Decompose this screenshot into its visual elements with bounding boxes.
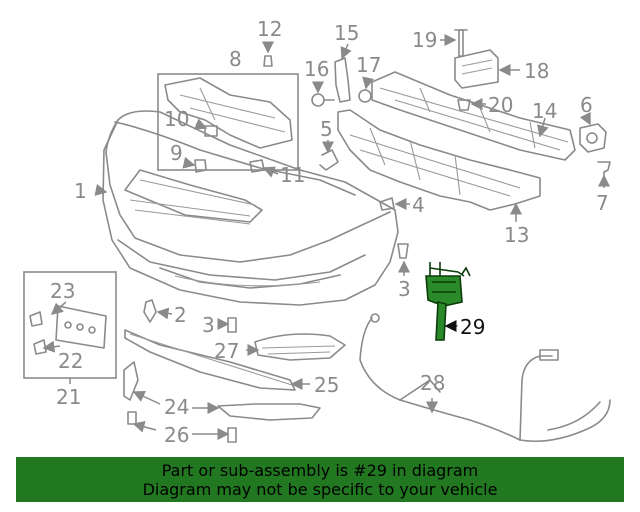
part-14-impact-bar: [371, 71, 576, 161]
callout-11: 11: [280, 163, 305, 187]
callout-4: 4: [412, 193, 425, 217]
callout-29: 29: [460, 315, 485, 339]
banner-line-1: Part or sub-assembly is #29 in diagram: [161, 461, 479, 480]
info-banner: Part or sub-assembly is #29 in diagram D…: [16, 457, 624, 502]
callout-6: 6: [580, 93, 593, 117]
leader-lines: [42, 34, 610, 440]
callout-10: 10: [164, 107, 189, 131]
callout-25: 25: [314, 373, 339, 397]
callout-16: 16: [304, 57, 329, 81]
callout-24: 24: [164, 395, 189, 419]
banner-line-2: Diagram may not be specific to your vehi…: [142, 480, 498, 499]
callout-9: 9: [170, 141, 183, 165]
callout-labels: 1 9 10 11 8 12 15 16 17 19 18 20 14 6 7 …: [50, 17, 609, 447]
callout-5: 5: [320, 117, 333, 141]
callout-3-lower: 3: [202, 313, 215, 337]
callout-12: 12: [257, 17, 282, 41]
callout-13: 13: [504, 223, 529, 247]
callout-23: 23: [50, 279, 75, 303]
lower-trims: [123, 329, 346, 443]
callout-22: 22: [58, 349, 83, 373]
part-21-plate-bracket-box: [23, 271, 117, 379]
callout-21: 21: [56, 385, 81, 409]
part-29-highlighted: [425, 262, 471, 341]
callout-7: 7: [596, 191, 609, 215]
callout-14: 14: [532, 99, 557, 123]
part-1-bumper-fascia: [102, 110, 399, 306]
callout-19: 19: [412, 28, 437, 52]
callout-18: 18: [524, 59, 549, 83]
callout-1: 1: [74, 179, 87, 203]
part-28-wiring-harness: [359, 313, 611, 443]
callout-27: 27: [214, 339, 239, 363]
callout-15: 15: [334, 21, 359, 45]
callout-2: 2: [174, 303, 187, 327]
callout-17: 17: [356, 53, 381, 77]
callout-26: 26: [164, 423, 189, 447]
callout-28: 28: [420, 371, 445, 395]
callout-8: 8: [229, 47, 242, 71]
callout-3-upper: 3: [398, 277, 411, 301]
callout-20: 20: [488, 93, 513, 117]
